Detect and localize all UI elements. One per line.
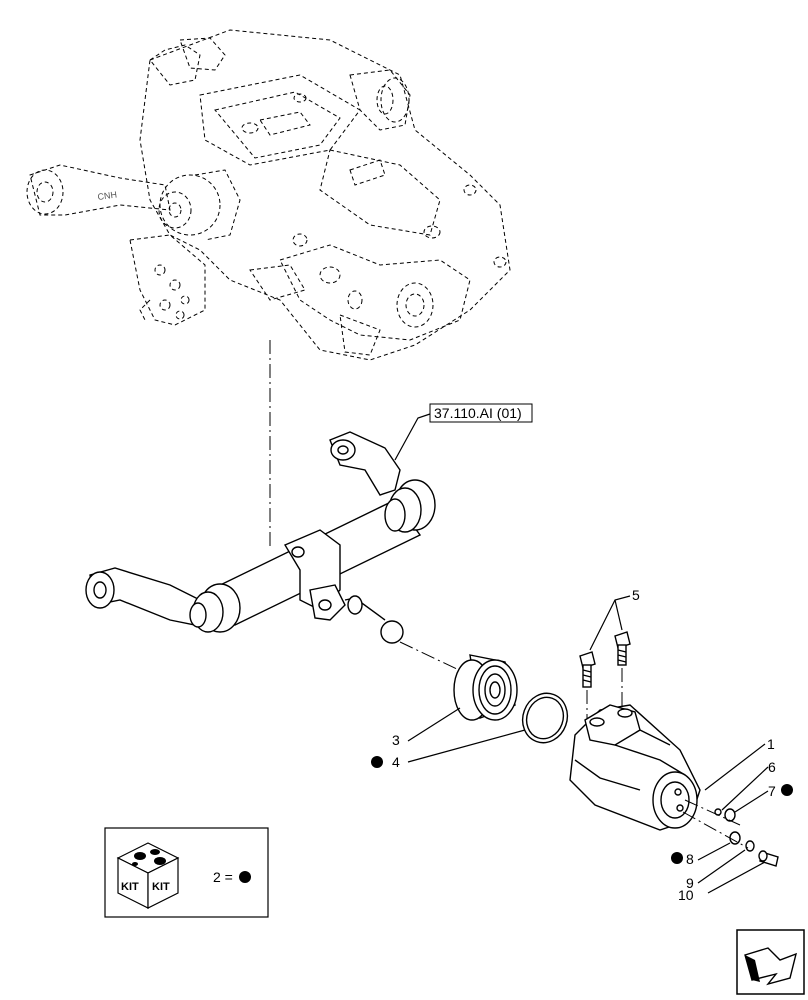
cylinder-part-1 (569, 704, 701, 831)
reference-label[interactable]: 37.110.AI (01) (429, 403, 533, 423)
callout-7[interactable]: 7 (768, 783, 776, 799)
reference-label-text: 37.110.AI (01) (434, 405, 522, 421)
seal-ring-part-4 (521, 692, 569, 744)
bolts-part-5 (579, 631, 631, 730)
o-ring-part-7 (724, 808, 736, 822)
o-ring-part-8 (729, 831, 741, 845)
kit-dot-8 (671, 852, 683, 864)
callout-6[interactable]: 6 (768, 759, 776, 775)
lift-shaft-assembly (85, 431, 436, 644)
callout-4[interactable]: 4 (392, 754, 400, 770)
kit-box-icon (116, 842, 180, 909)
callout-1[interactable]: 1 (767, 736, 775, 752)
callouts: 1 3 4 5 6 7 8 9 10 (371, 587, 793, 903)
reference-leader (394, 413, 431, 461)
callout-5[interactable]: 5 (632, 587, 640, 603)
washer-part-9 (745, 840, 755, 852)
callout-3[interactable]: 3 (392, 732, 400, 748)
kit-legend: KIT KIT 2 = (104, 827, 269, 918)
next-page-arrow-icon[interactable] (736, 929, 805, 995)
callout-8[interactable]: 8 (686, 851, 694, 867)
kit-dot-7 (781, 784, 793, 796)
callout-10[interactable]: 10 (678, 887, 694, 903)
small-parts (682, 799, 779, 867)
kit-dot-4 (371, 756, 383, 768)
callout-9[interactable]: 9 (686, 875, 694, 891)
kit-word-left: KIT (121, 881, 139, 893)
legend-equation: 2 = (213, 869, 233, 885)
rear-axle-housing-ghost: CNH (26, 29, 511, 361)
legend-kit-dot (239, 871, 251, 883)
svg-text:CNH: CNH (97, 189, 118, 202)
leader-lines (407, 595, 769, 894)
kit-word-right: KIT (152, 881, 170, 893)
piston-part-3 (453, 654, 518, 721)
